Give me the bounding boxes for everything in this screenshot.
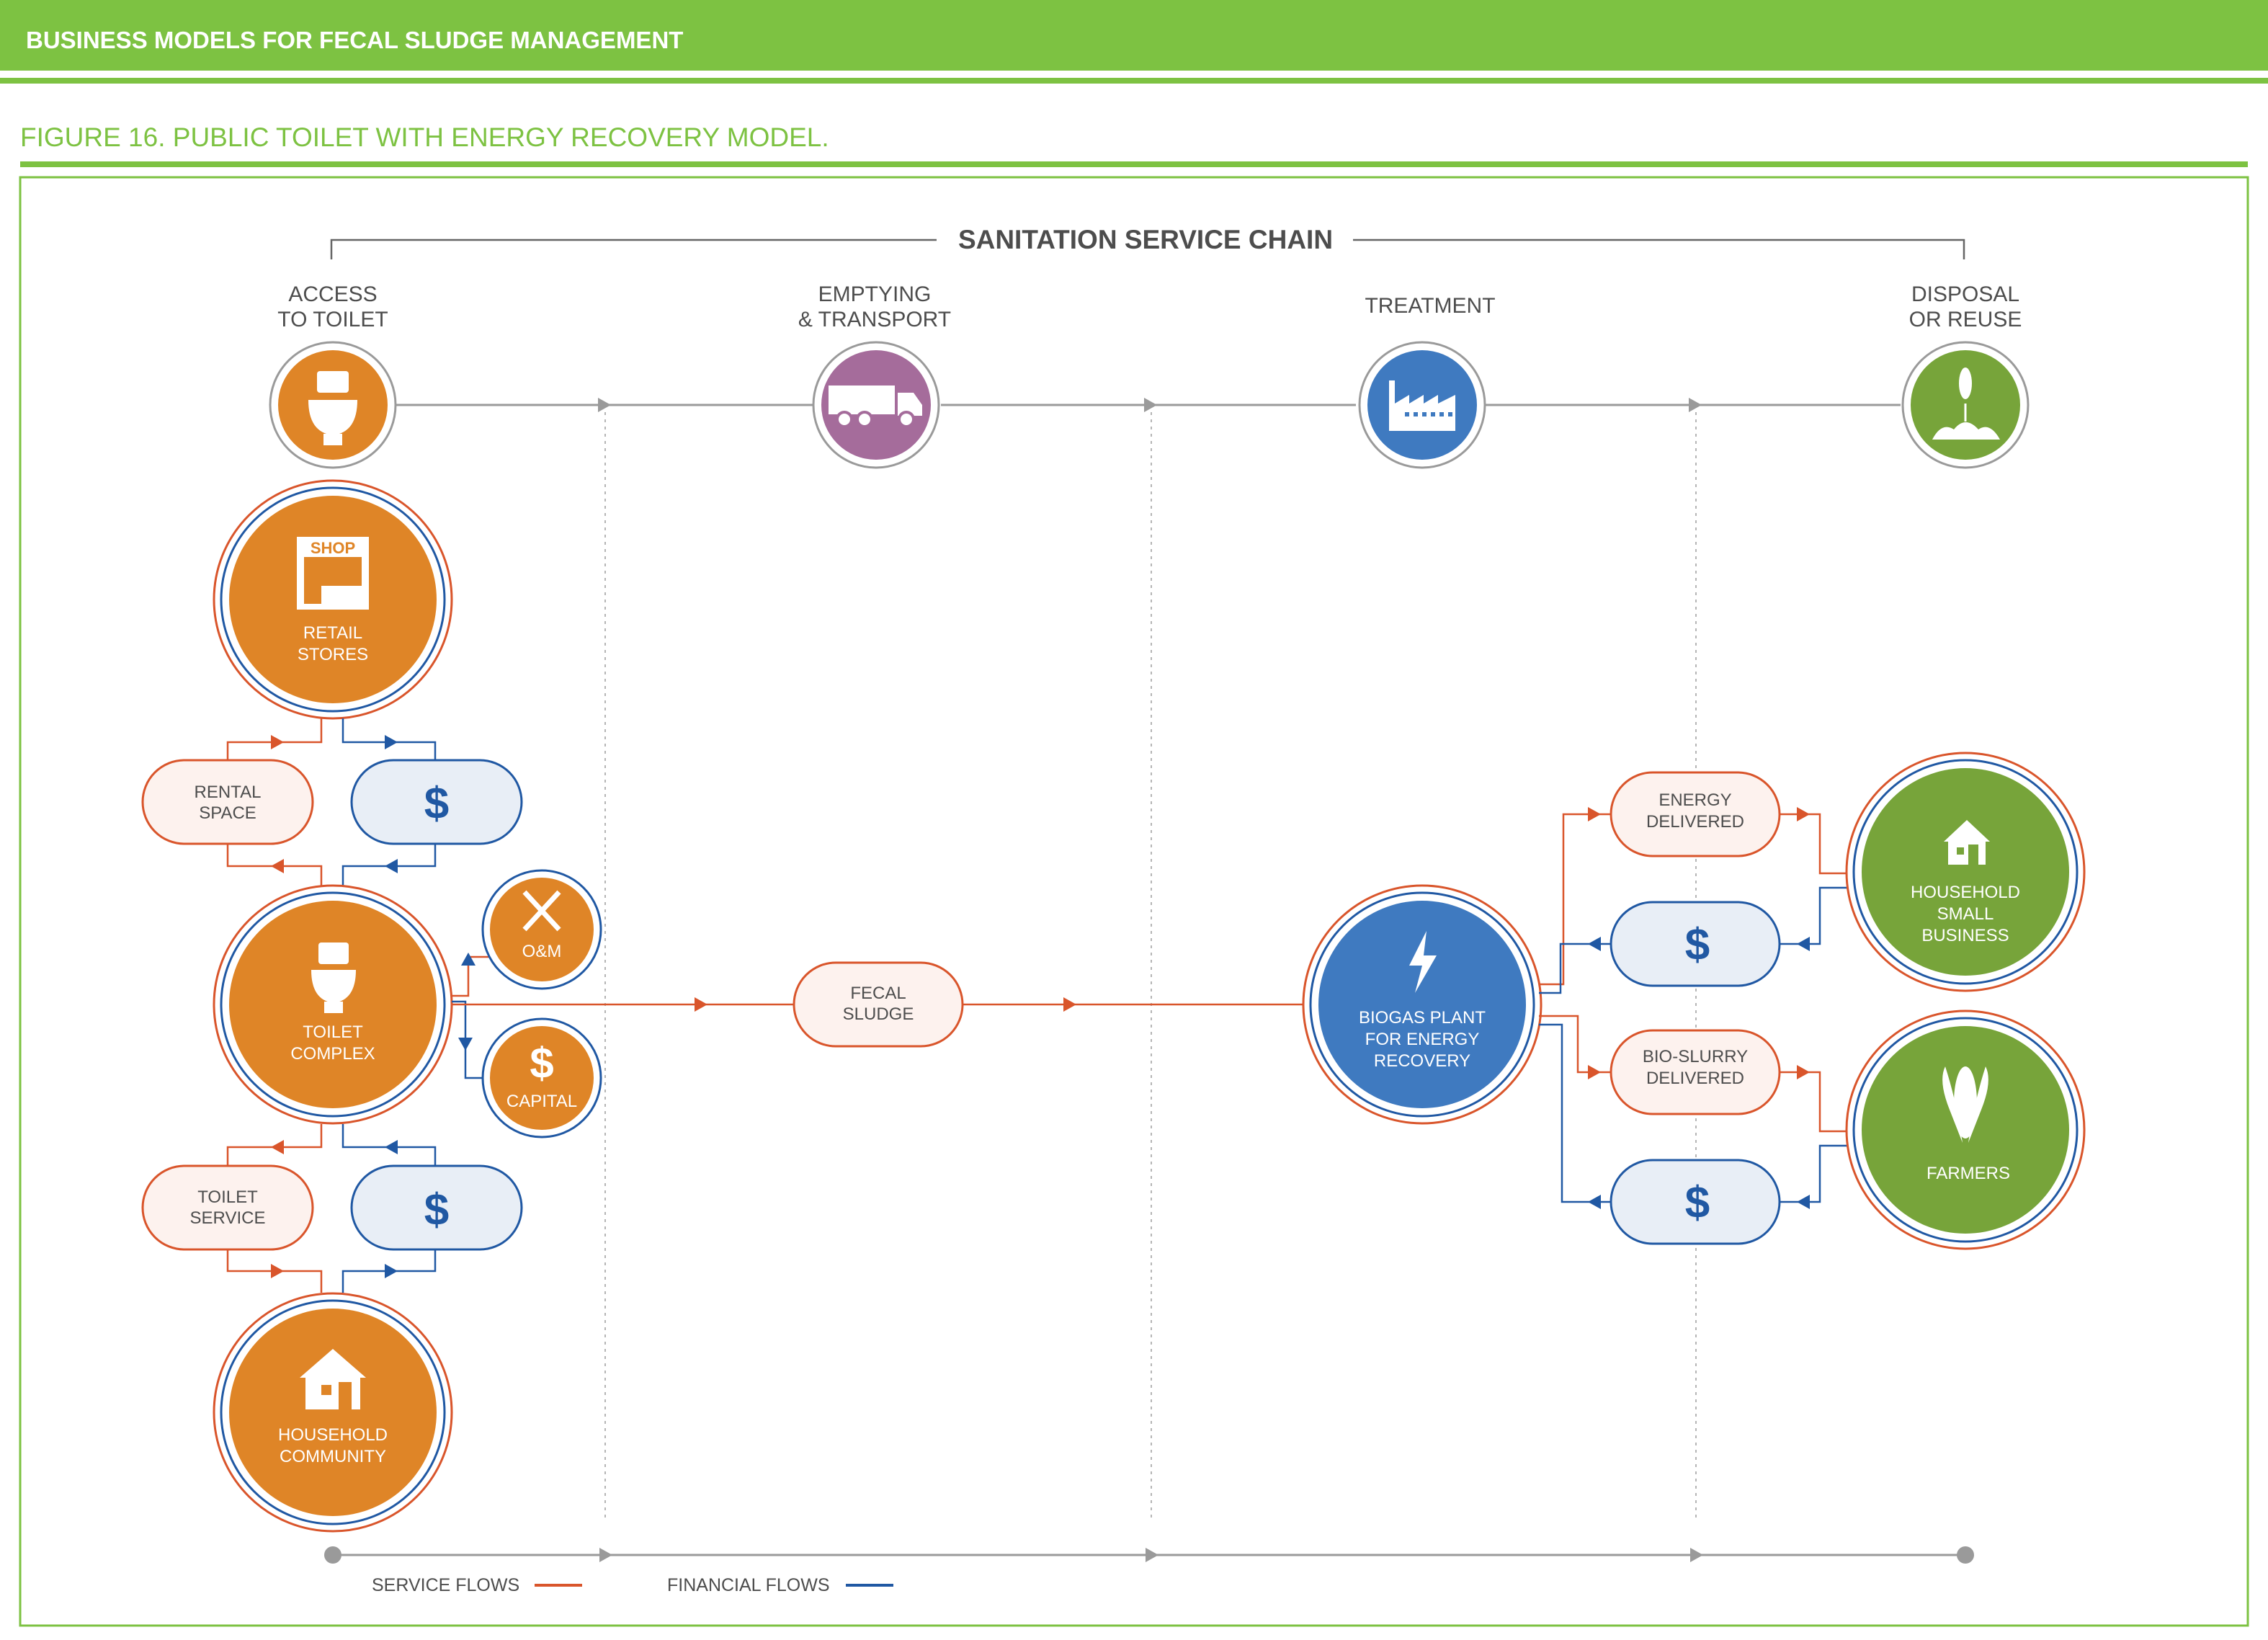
pill-money-household-business: $ xyxy=(1610,901,1781,987)
lightning-icon xyxy=(1409,931,1437,993)
pill-toilet-service: TOILET SERVICE xyxy=(141,1164,314,1251)
header-title: BUSINESS MODELS FOR FECAL SLUDGE MANAGEM… xyxy=(26,27,683,53)
rental-space-label-2: SPACE xyxy=(199,803,256,823)
node-om: O&M xyxy=(481,869,602,990)
stage-disposal xyxy=(1901,341,2030,469)
stage-label-emptying-1: EMPTYING xyxy=(818,282,932,306)
pill-rental-space: RENTAL SPACE xyxy=(141,759,314,845)
pill-money-farmers: $ xyxy=(1610,1159,1781,1245)
stage-label-access-2: TO TOILET xyxy=(277,308,388,331)
household-business-label-2: SMALL xyxy=(1937,904,1994,924)
stage-label-treatment: TREATMENT xyxy=(1365,294,1495,318)
node-farmers: FARMERS xyxy=(1845,1010,2086,1250)
bio-slurry-label-1: BIO-SLURRY xyxy=(1643,1047,1748,1066)
fecal-sludge-label-2: SLUDGE xyxy=(843,1004,914,1024)
arrow-to-om xyxy=(461,953,476,966)
stage-label-disposal-2: OR REUSE xyxy=(1909,308,2022,331)
pill-fecal-sludge: FECAL SLUDGE xyxy=(793,961,964,1048)
node-biogas-plant: BIOGAS PLANT FOR ENERGY RECOVERY xyxy=(1302,884,1542,1125)
pill-money-household: $ xyxy=(350,1164,523,1251)
figure-title: FIGURE 16. PUBLIC TOILET WITH ENERGY REC… xyxy=(20,122,829,152)
household-business-label-1: HOUSEHOLD xyxy=(1911,883,2020,902)
stage-connector xyxy=(395,398,1901,412)
tools-icon xyxy=(522,890,561,932)
stage-label-emptying-2: & TRANSPORT xyxy=(798,308,951,331)
truck-icon xyxy=(829,386,922,428)
household-community-label-1: HOUSEHOLD xyxy=(278,1425,388,1445)
dollar-icon: $ xyxy=(424,1185,449,1235)
node-retail-stores: SHOP RETAIL STORES xyxy=(213,479,453,720)
chain-title: SANITATION SERVICE CHAIN xyxy=(958,225,1333,254)
toilet-complex-label-2: COMPLEX xyxy=(290,1044,375,1064)
household-community-label-2: COMMUNITY xyxy=(280,1447,386,1466)
dollar-icon: $ xyxy=(1685,1178,1710,1228)
house-icon xyxy=(1944,820,1990,865)
shop-sign-text: SHOP xyxy=(311,539,355,557)
toilet-complex-label-1: TOILET xyxy=(303,1022,363,1042)
legend: SERVICE FLOWS FINANCIAL FLOWS xyxy=(372,1575,893,1595)
toilet-icon xyxy=(311,942,356,1013)
bio-slurry-label-2: DELIVERED xyxy=(1646,1069,1744,1088)
biogas-label-2: FOR ENERGY xyxy=(1365,1030,1480,1049)
arrow-to-capital xyxy=(458,1038,473,1051)
retail-label-2: STORES xyxy=(298,645,368,664)
fecal-sludge-label-1: FECAL xyxy=(850,984,906,1003)
flows-to-customers xyxy=(1780,813,1854,1203)
node-toilet-complex: TOILET COMPLEX xyxy=(213,884,453,1125)
flows-om-capital xyxy=(452,955,488,1079)
header-bar: BUSINESS MODELS FOR FECAL SLUDGE MANAGEM… xyxy=(0,0,2268,84)
corn-field-icon xyxy=(1932,367,2000,440)
node-household-community: HOUSEHOLD COMMUNITY xyxy=(213,1292,453,1533)
retail-label-1: RETAIL xyxy=(303,623,362,643)
stage-access xyxy=(269,341,397,469)
node-household-small-business: HOUSEHOLD SMALL BUSINESS xyxy=(1845,752,2086,992)
dollar-icon: $ xyxy=(530,1039,553,1087)
dollar-icon: $ xyxy=(424,779,449,829)
om-label: O&M xyxy=(522,942,562,961)
energy-delivered-label-2: DELIVERED xyxy=(1646,812,1744,832)
legend-financial-label: FINANCIAL FLOWS xyxy=(667,1575,830,1595)
flow-arrowheads-retail xyxy=(271,735,398,873)
toilet-icon xyxy=(308,371,357,445)
biogas-label-1: BIOGAS PLANT xyxy=(1359,1008,1486,1028)
pill-energy-delivered: ENERGY DELIVERED xyxy=(1610,771,1781,857)
flow-fecal-sludge xyxy=(452,997,1305,1012)
column-dividers xyxy=(604,412,1697,1519)
legend-service-label: SERVICE FLOWS xyxy=(372,1575,519,1595)
service-chain-bracket xyxy=(330,239,1965,259)
toilet-service-label-2: SERVICE xyxy=(190,1208,266,1228)
energy-delivered-label-1: ENERGY xyxy=(1658,790,1731,810)
biogas-label-3: RECOVERY xyxy=(1374,1051,1470,1071)
stage-label-disposal-1: DISPOSAL xyxy=(1911,282,2019,306)
pill-money-retail: $ xyxy=(350,759,523,845)
flow-arrowheads-toilet-service xyxy=(271,1140,398,1278)
household-business-label-3: BUSINESS xyxy=(1921,926,2009,945)
stage-treatment xyxy=(1358,341,1486,469)
factory-icon xyxy=(1389,380,1455,431)
shop-icon: SHOP xyxy=(297,537,369,610)
bottom-chain-line xyxy=(324,1546,1974,1564)
flow-arrowheads-customers xyxy=(1797,807,1810,1209)
stage-label-access-1: ACCESS xyxy=(288,282,377,306)
pill-bio-slurry-delivered: BIO-SLURRY DELIVERED xyxy=(1610,1029,1781,1115)
toilet-service-label-1: TOILET xyxy=(197,1187,258,1207)
figure-frame xyxy=(19,176,2249,1627)
node-capital: $ CAPITAL xyxy=(481,1017,602,1138)
stage-emptying xyxy=(812,341,940,469)
capital-label: CAPITAL xyxy=(506,1092,577,1111)
house-icon xyxy=(300,1349,366,1409)
rental-space-label-1: RENTAL xyxy=(195,783,262,802)
flow-arrowheads-biogas xyxy=(1588,807,1601,1209)
flows-biogas-right xyxy=(1539,813,1611,1203)
dollar-icon: $ xyxy=(1685,920,1710,970)
corn-icon xyxy=(1942,1066,1988,1143)
figure-title-rule xyxy=(20,161,2248,167)
farmers-label: FARMERS xyxy=(1927,1164,2010,1183)
